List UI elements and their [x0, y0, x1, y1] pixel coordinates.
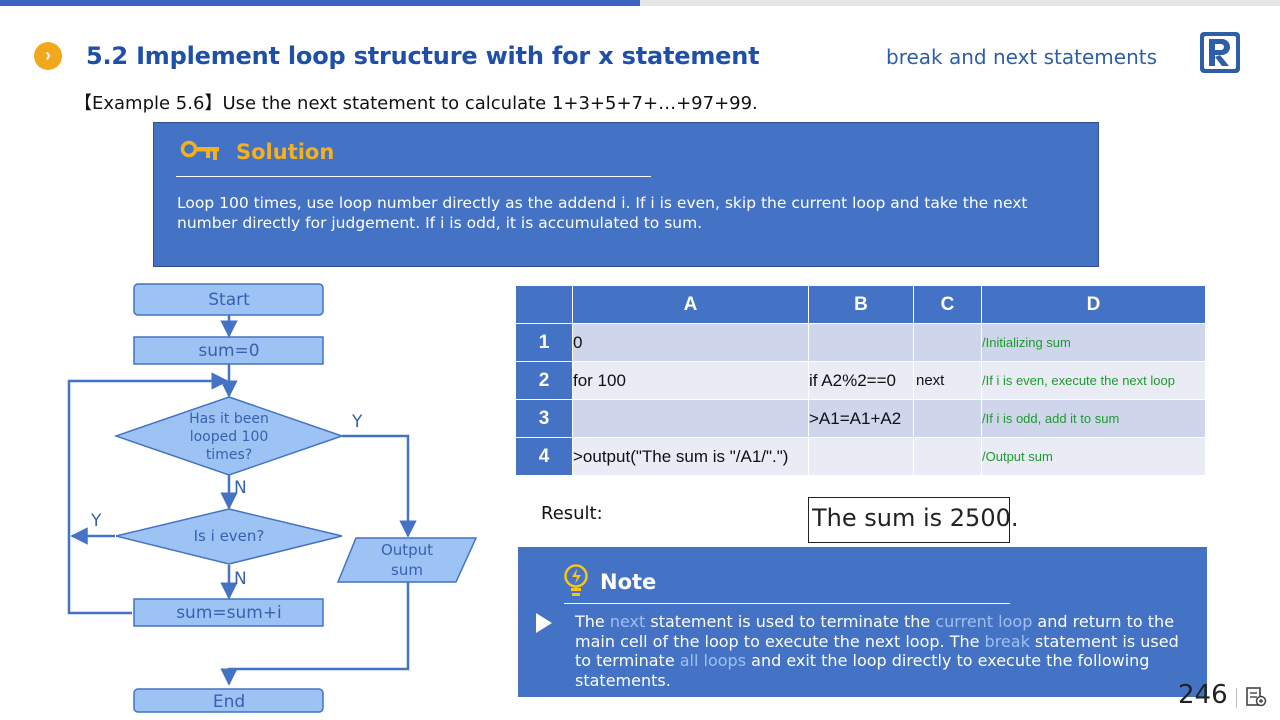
- flow-start-label: Start: [208, 290, 250, 310]
- divider: [1236, 688, 1237, 708]
- page-title: 5.2 Implement loop structure with for x …: [86, 42, 760, 70]
- grid-cell-d4[interactable]: /Output sum: [981, 437, 1206, 476]
- solution-title: Solution: [236, 140, 335, 164]
- result-value: The sum is 2500.: [812, 504, 1019, 532]
- grid-cell-b2[interactable]: if A2%2==0: [808, 361, 914, 400]
- top-accent-bar: [0, 0, 640, 6]
- flow-start: [133, 283, 324, 316]
- keyword-all-loops: all loops: [679, 651, 747, 670]
- grid-cell-a1[interactable]: 0: [572, 323, 809, 362]
- flow-condition-loop-line2: looped 100: [190, 429, 269, 445]
- grid-row: 1 0 /Initializing sum: [515, 323, 1206, 362]
- row-header[interactable]: 1: [515, 323, 573, 362]
- example-statement: 【Example 5.6】Use the next statement to c…: [74, 93, 758, 114]
- flow-condition-even: [115, 508, 343, 565]
- grid-cell-a2[interactable]: for 100: [572, 361, 809, 400]
- note-text-part: statement is used to terminate the: [645, 612, 936, 631]
- flow-init: [133, 336, 324, 365]
- flow-no-label: N: [234, 569, 247, 589]
- row-header[interactable]: 4: [515, 437, 573, 476]
- solution-text: Loop 100 times, use loop number directly…: [177, 194, 1028, 232]
- flow-output-line1: Output: [381, 541, 433, 559]
- divider: [176, 176, 651, 177]
- note-text-part: and exit the loop directly to execute th…: [575, 651, 1150, 690]
- keyword-break: break: [984, 631, 1030, 651]
- grid-cell-d1[interactable]: /Initializing sum: [981, 323, 1206, 362]
- flow-no-label: N: [234, 478, 247, 498]
- flow-output: [336, 537, 478, 583]
- note-text-part: and return to the main cell of the loop …: [575, 612, 1175, 651]
- top-progress-track: [640, 0, 1280, 6]
- column-header[interactable]: D: [981, 285, 1206, 324]
- grid-cell-c2[interactable]: next: [913, 361, 982, 400]
- grid-row: 2 for 100 if A2%2==0 next /If i is even,…: [515, 361, 1206, 400]
- solution-panel: Solution Loop 100 times, use loop number…: [153, 122, 1099, 267]
- flow-condition-loop-line1: Has it been: [189, 411, 269, 427]
- divider: [564, 603, 1010, 604]
- flow-output-line2: sum: [391, 561, 423, 579]
- grid-cell-b4[interactable]: [808, 437, 914, 476]
- page-number: 246: [1178, 680, 1228, 710]
- notes-icon[interactable]: [1245, 686, 1267, 708]
- note-panel: Note The next statement is used to termi…: [518, 547, 1207, 697]
- grid-row: 4 >output("The sum is "/A1/".") /Output …: [515, 437, 1206, 476]
- column-header[interactable]: C: [913, 285, 982, 324]
- flow-condition-even-label: Is i even?: [194, 527, 265, 545]
- note-text-part: The: [575, 612, 610, 631]
- grid-cell-a3[interactable]: [572, 399, 809, 438]
- grid-cell-b1[interactable]: [808, 323, 914, 362]
- grid-cell-d2[interactable]: /If i is even, execute the next loop: [981, 361, 1206, 400]
- flow-yes-label: Y: [90, 511, 102, 531]
- flow-end: [133, 688, 324, 713]
- code-grid: A B C D 1 0 /Initializing sum 2 for 100 …: [515, 285, 1206, 476]
- flowchart: Start sum=0 Has it been looped 100 times…: [67, 283, 478, 713]
- column-header[interactable]: A: [572, 285, 809, 324]
- row-header[interactable]: 2: [515, 361, 573, 400]
- column-header[interactable]: B: [808, 285, 914, 324]
- keyword-next: next: [609, 612, 646, 631]
- flow-accumulate-label: sum=sum+i: [176, 603, 282, 623]
- key-icon: [180, 140, 219, 160]
- grid-cell-d3[interactable]: /If i is odd, add it to sum: [981, 399, 1206, 438]
- grid-cell-a4[interactable]: >output("The sum is "/A1/"."): [572, 437, 809, 476]
- note-title: Note: [600, 570, 657, 594]
- note-text: The next statement is used to terminate …: [575, 612, 1195, 690]
- flow-end-label: End: [213, 692, 245, 712]
- grid-corner: [515, 285, 573, 324]
- note-text-part: statement is used to terminate: [575, 631, 1179, 671]
- result-label: Result:: [541, 503, 603, 524]
- flow-condition-loop-line3: times?: [206, 447, 252, 463]
- play-arrow-icon: [536, 613, 552, 633]
- chevron-right-icon: ›: [34, 42, 62, 70]
- keyword-current-loop: current loop: [935, 612, 1033, 631]
- flow-accumulate: [133, 598, 324, 627]
- grid-cell-c1[interactable]: [913, 323, 982, 362]
- grid-cell-b3[interactable]: >A1=A1+A2: [808, 399, 914, 438]
- logo-icon: [1200, 32, 1240, 73]
- flow-condition-loop: [113, 396, 345, 476]
- grid-cell-c3[interactable]: [913, 399, 982, 438]
- lightbulb-icon: [564, 564, 588, 596]
- flow-yes-label: Y: [351, 412, 363, 432]
- grid-row: 3 >A1=A1+A2 /If i is odd, add it to sum: [515, 399, 1206, 438]
- row-header[interactable]: 3: [515, 399, 573, 438]
- flow-init-label: sum=0: [198, 341, 259, 361]
- result-output-box: The sum is 2500.: [808, 497, 1019, 543]
- section-subtitle: break and next statements: [886, 45, 1158, 69]
- grid-cell-c4[interactable]: [913, 437, 982, 476]
